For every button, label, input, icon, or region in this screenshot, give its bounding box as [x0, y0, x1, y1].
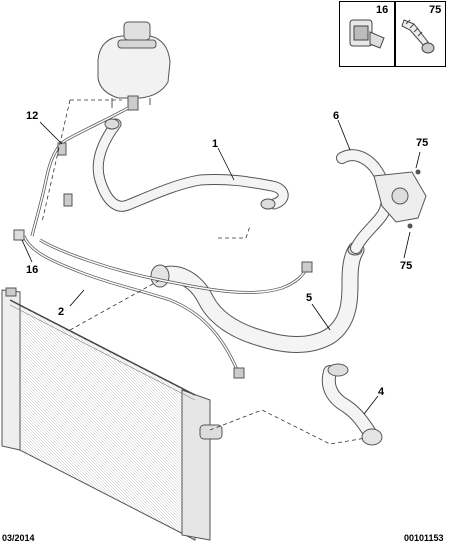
- callout-16: 16: [26, 264, 39, 276]
- callout-12: 12: [26, 110, 39, 122]
- hose-4: [321, 363, 383, 446]
- hose-5: [150, 241, 365, 353]
- callout-2: 2: [58, 306, 65, 318]
- inset-label-75: 75: [429, 4, 442, 16]
- callout-75-bottom: 75: [400, 260, 413, 272]
- clip-16: [13, 229, 25, 241]
- callout-6: 6: [333, 110, 340, 122]
- radiator: [1, 287, 223, 541]
- pipe-12: [30, 106, 129, 237]
- inset-divider: [394, 2, 396, 66]
- callout-4: 4: [378, 386, 385, 398]
- dashed-reference-lines: [41, 99, 367, 445]
- footer-reference: 00101153: [404, 533, 444, 543]
- screw-part-icon: [401, 19, 435, 54]
- pipe-2: [22, 235, 313, 379]
- hose-1: [92, 118, 289, 212]
- parts-inset: 16 75: [339, 1, 446, 67]
- callout-1: 1: [212, 138, 219, 150]
- callout-75-top: 75: [416, 137, 429, 149]
- leader-lines: [21, 119, 421, 415]
- inset-parts-drawing: [349, 19, 435, 54]
- clip-part-icon: [349, 19, 385, 49]
- callout-5: 5: [306, 292, 313, 304]
- inset-label-16: 16: [376, 4, 389, 16]
- footer-date: 03/2014: [2, 533, 35, 543]
- hose-6-housing: [336, 149, 427, 254]
- expansion-tank: [97, 21, 171, 111]
